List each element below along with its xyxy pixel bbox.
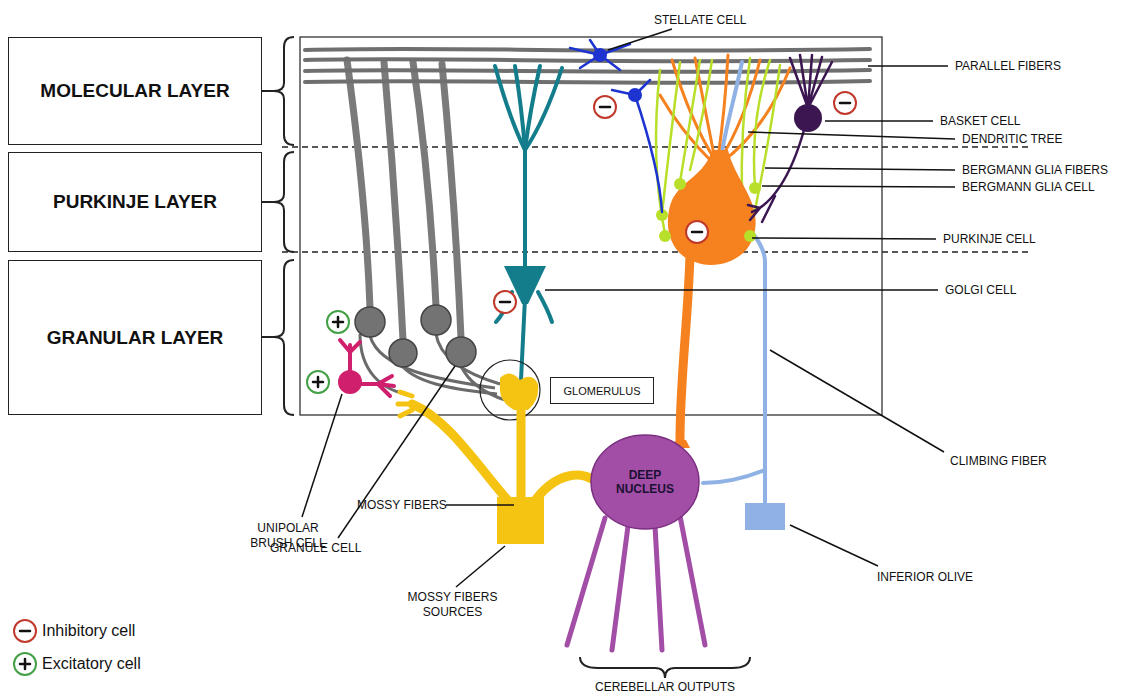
glomerulus-box: GLOMERULUS	[550, 377, 654, 404]
node-text: PURKINJE LAYER	[53, 191, 217, 213]
part-label: MOSSY FIBERS SOURCES	[405, 590, 500, 620]
legend-text: Inhibitory cell	[42, 622, 135, 640]
node-text: GRANULAR LAYER	[47, 327, 224, 349]
part-label: GOLGI CELL	[945, 283, 1016, 298]
part-label: CLIMBING FIBER	[950, 454, 1047, 469]
node-text: GLOMERULUS	[563, 385, 640, 397]
part-label: BASKET CELL	[940, 114, 1020, 129]
part-label: DENDRITIC TREE	[962, 132, 1062, 147]
part-label: GRANULE CELL	[270, 541, 361, 556]
part-label: CEREBELLAR OUTPUTS	[595, 680, 735, 695]
part-label: INFERIOR OLIVE	[877, 570, 973, 585]
node-text: MOLECULAR LAYER	[40, 80, 229, 102]
node-text: DEEP NUCLEUS	[605, 468, 685, 496]
legend-text: Excitatory cell	[42, 655, 141, 673]
part-label: STELLATE CELL	[654, 13, 746, 28]
part-label: PURKINJE CELL	[943, 232, 1036, 247]
layer-box: MOLECULAR LAYER	[8, 37, 262, 145]
part-label: PARALLEL FIBERS	[955, 59, 1061, 74]
part-label: BERGMANN GLIA FIBERS	[962, 163, 1108, 178]
part-label: MOSSY FIBERS	[357, 498, 447, 513]
layer-box: PURKINJE LAYER	[8, 152, 262, 252]
deep-nucleus-ellipse: DEEP NUCLEUS	[590, 434, 700, 530]
layer-box: GRANULAR LAYER	[8, 260, 262, 415]
part-label: BERGMANN GLIA CELL	[962, 180, 1095, 195]
